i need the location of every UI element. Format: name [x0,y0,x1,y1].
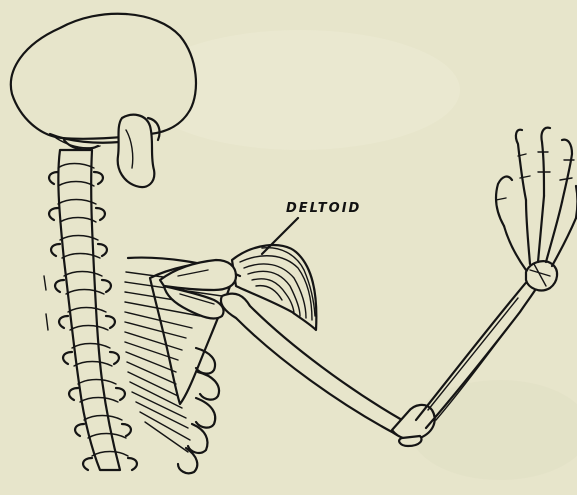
deltoid-label: DELTOID [286,201,361,216]
